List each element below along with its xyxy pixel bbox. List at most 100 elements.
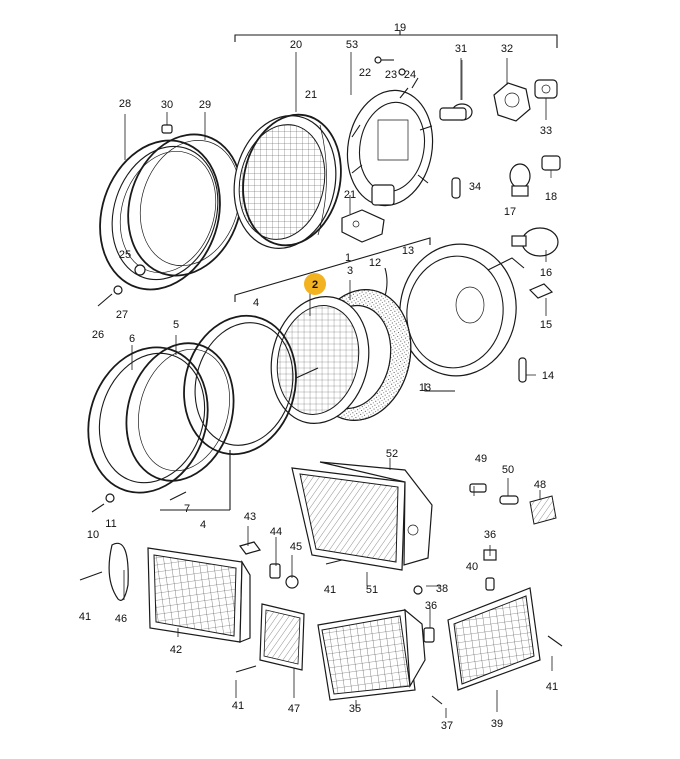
part-29-sealing-ring[interactable] — [110, 120, 259, 291]
part-41-screw-right[interactable] — [547, 635, 563, 647]
part-6-trim-ring[interactable] — [70, 332, 226, 509]
callout-25: 25 — [119, 249, 131, 261]
part-37-screw[interactable] — [431, 695, 443, 705]
callout-50: 50 — [502, 464, 514, 476]
part-23-washer[interactable] — [398, 68, 406, 76]
callout-38: 38 — [436, 583, 448, 595]
part-16-lamp-socket[interactable] — [511, 227, 559, 257]
part-13-headlight-housing[interactable] — [391, 237, 525, 384]
part-41-screw-left[interactable] — [79, 571, 103, 581]
callout-48: 48 — [534, 479, 546, 491]
callout-42: 42 — [170, 644, 182, 656]
callout-45: 45 — [290, 541, 302, 553]
part-27-washer[interactable] — [113, 285, 123, 295]
part-51-indicator-lens[interactable] — [291, 467, 406, 571]
callout-24: 24 — [404, 69, 416, 81]
callout-23: 23 — [385, 69, 397, 81]
part-15-holder[interactable] — [528, 283, 554, 299]
part-28-outer-trim-ring[interactable] — [81, 125, 238, 305]
callout-36-upper: 36 — [484, 529, 496, 541]
lower-lamp-group — [79, 461, 563, 705]
callout-40: 40 — [466, 561, 478, 573]
callout-21-top: 21 — [305, 89, 317, 101]
callout-51: 51 — [366, 584, 378, 596]
callout-43: 43 — [244, 511, 256, 523]
leader-lines — [123, 52, 553, 718]
part-35-turn-signal-lamp[interactable] — [317, 608, 426, 701]
part-38-bulb[interactable] — [413, 585, 423, 595]
part-53-mounting-frame[interactable] — [339, 84, 442, 213]
callout-15: 15 — [540, 319, 552, 331]
callout-39: 39 — [491, 718, 503, 730]
part-11-washer[interactable] — [105, 493, 115, 503]
part-47-side-trim[interactable] — [259, 603, 305, 671]
callout-41-bottom: 41 — [232, 700, 244, 712]
callout-36-lower: 36 — [425, 600, 437, 612]
callout-6: 6 — [129, 333, 135, 345]
callout-41-upper: 41 — [324, 584, 336, 596]
part-18-bulb-holder[interactable] — [541, 155, 561, 178]
callout-35: 35 — [349, 703, 361, 715]
callout-18: 18 — [545, 191, 557, 203]
part-49-bulb[interactable] — [469, 483, 487, 493]
part-34-bulb[interactable] — [451, 177, 461, 199]
callout-4-upper: 4 — [253, 297, 259, 309]
part-44-bulb[interactable] — [269, 563, 281, 579]
callout-labels: 19 20 53 31 32 22 23 24 21 28 30 29 33 3… — [79, 22, 558, 732]
callout-16: 16 — [540, 267, 552, 279]
callout-10: 10 — [87, 529, 99, 541]
highlight-marker — [304, 273, 326, 295]
callout-14: 14 — [542, 370, 554, 382]
callout-44: 44 — [270, 526, 282, 538]
callout-13-lower: 13 — [419, 382, 431, 394]
part-32-bulb-socket[interactable] — [493, 82, 531, 122]
callout-29: 29 — [199, 99, 211, 111]
callout-34: 34 — [469, 181, 481, 193]
callout-41-right: 41 — [546, 681, 558, 693]
callout-19: 19 — [394, 22, 406, 34]
part-25-clip[interactable] — [134, 264, 146, 276]
callout-49: 49 — [475, 453, 487, 465]
part-50-bulb[interactable] — [499, 495, 519, 505]
callout-7: 7 — [184, 503, 190, 515]
callout-12: 12 — [369, 257, 381, 269]
callout-26: 26 — [92, 329, 104, 341]
part-7-screw[interactable] — [169, 491, 187, 501]
callout-31: 31 — [455, 43, 467, 55]
part-24-spring[interactable] — [411, 77, 419, 89]
part-20-sealed-beam-unit[interactable] — [222, 105, 353, 257]
part-39-side-marker-lens[interactable] — [447, 587, 541, 691]
callout-21-mid: 21 — [344, 189, 356, 201]
callout-13-upper: 13 — [402, 245, 414, 257]
callout-1: 1 — [345, 252, 351, 264]
part-40-bulb[interactable] — [485, 577, 495, 591]
part-17-bulb[interactable] — [509, 163, 531, 197]
part-14-bulb[interactable] — [518, 357, 527, 383]
part-41-screw-upper[interactable] — [325, 559, 343, 565]
part-33-connector[interactable] — [534, 79, 558, 99]
part-5-sealing-ring[interactable] — [111, 330, 250, 493]
callout-32: 32 — [501, 43, 513, 55]
callout-52: 52 — [386, 448, 398, 460]
callout-5: 5 — [173, 319, 179, 331]
part-43-bracket[interactable] — [238, 541, 262, 555]
part-42-fog-lamp[interactable] — [147, 547, 251, 643]
part-31-bulb[interactable] — [439, 60, 473, 121]
part-46-trim[interactable] — [108, 542, 129, 601]
part-48-lens[interactable] — [529, 495, 557, 525]
callout-2: 2 — [312, 279, 318, 291]
callout-33: 33 — [540, 125, 552, 137]
part-41-screw-mid[interactable] — [235, 665, 257, 673]
callout-20: 20 — [290, 39, 302, 51]
part-52-lamp-housing[interactable] — [319, 461, 433, 566]
callout-22: 22 — [359, 67, 371, 79]
part-10-screw[interactable] — [91, 503, 105, 513]
part-36-socket[interactable] — [423, 627, 435, 643]
part-30-screw-cap[interactable] — [161, 124, 173, 134]
callout-17: 17 — [504, 206, 516, 218]
part-26-screw[interactable] — [97, 293, 113, 307]
callout-41-left: 41 — [79, 611, 91, 623]
callout-28: 28 — [119, 98, 131, 110]
part-21-adjuster-bracket[interactable] — [341, 209, 385, 243]
